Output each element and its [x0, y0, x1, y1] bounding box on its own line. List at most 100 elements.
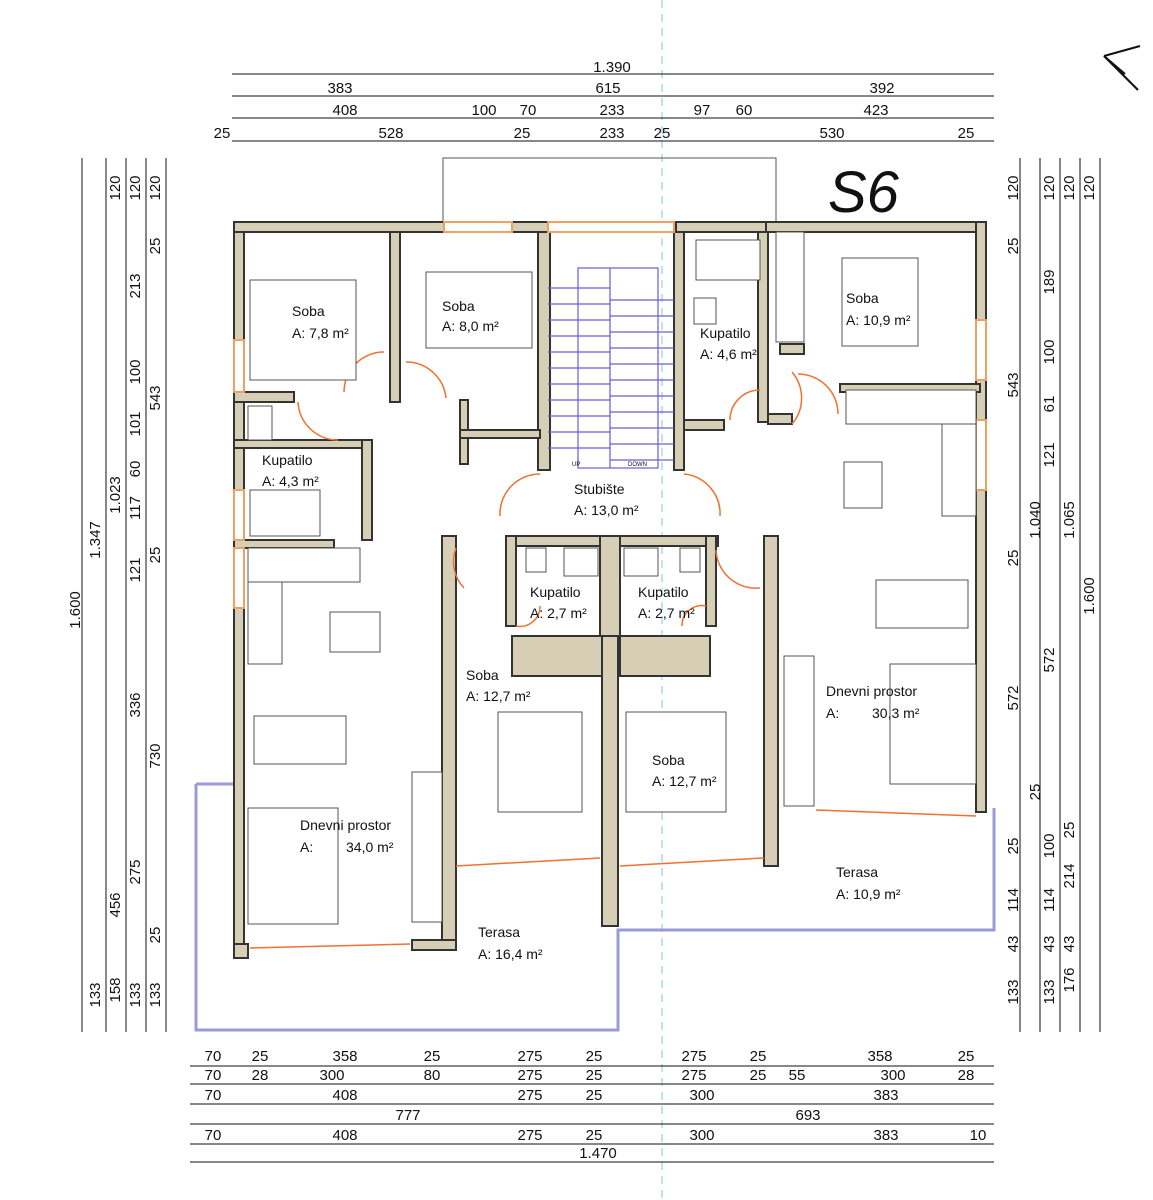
- dim-right: 121: [1041, 442, 1058, 467]
- dim-top: 408: [332, 102, 357, 119]
- dim-left: 1.023: [107, 476, 124, 514]
- dim-bottom: 300: [319, 1067, 344, 1084]
- dim-top-total: 1.390: [593, 59, 631, 76]
- terrace-outline: [194, 782, 996, 1032]
- dim-right: 100: [1041, 339, 1058, 364]
- bottom-dimensions: 70 25 358 25 275 25 275 25 358 25 70 28 …: [190, 1048, 994, 1163]
- dim-right: 572: [1005, 685, 1022, 710]
- dim-left: 730: [147, 743, 164, 768]
- room-area: A: 10,9 m²: [836, 886, 901, 902]
- dim-top: 60: [736, 102, 753, 119]
- room-area-prefix: A:: [826, 705, 839, 721]
- dim-right: 61: [1041, 396, 1058, 413]
- stair-up-label: UP: [572, 462, 580, 468]
- dim-right: 43: [1041, 936, 1058, 953]
- room-name: Kupatilo: [530, 584, 581, 600]
- dim-bottom: 408: [332, 1087, 357, 1104]
- dim-right: 572: [1041, 647, 1058, 672]
- dim-top: 423: [863, 102, 888, 119]
- dim-bottom: 275: [681, 1048, 706, 1065]
- furniture: [247, 231, 977, 925]
- dim-left: 133: [127, 982, 144, 1007]
- dim-top: 70: [520, 102, 537, 119]
- bathtub-icon: [249, 489, 321, 537]
- dim-bottom: 300: [689, 1127, 714, 1144]
- dim-left: 25: [147, 547, 164, 564]
- dim-right: 25: [1005, 238, 1022, 255]
- dim-bottom: 25: [424, 1048, 441, 1065]
- dim-top: 233: [599, 125, 624, 142]
- toilet-icon: [525, 547, 547, 573]
- dim-top: 25: [514, 125, 531, 142]
- dim-bottom-total: 1.470: [579, 1145, 617, 1162]
- dim-bottom: 25: [750, 1048, 767, 1065]
- dim-bottom: 25: [586, 1067, 603, 1084]
- shower-icon: [623, 547, 659, 577]
- dim-right: 114: [1041, 888, 1058, 912]
- dim-bottom: 383: [873, 1127, 898, 1144]
- room-area: A: 8,0 m²: [442, 318, 499, 334]
- room-area-prefix: A:: [300, 839, 313, 855]
- doors: [249, 351, 977, 949]
- dim-top: 392: [869, 80, 894, 97]
- room-name: Kupatilo: [638, 584, 689, 600]
- dim-bottom: 28: [252, 1067, 269, 1084]
- dim-left: 456: [107, 892, 124, 917]
- dim-bottom: 358: [332, 1048, 357, 1065]
- dim-bottom: 358: [867, 1048, 892, 1065]
- room-name: Dnevni prostor: [826, 683, 917, 699]
- dim-bottom: 275: [517, 1087, 542, 1104]
- dim-left: 213: [127, 273, 144, 298]
- dim-bottom: 70: [205, 1087, 222, 1104]
- dim-bottom: 300: [880, 1067, 905, 1084]
- dim-bottom: 275: [517, 1127, 542, 1144]
- dim-left: 25: [147, 238, 164, 255]
- table-icon: [329, 611, 381, 653]
- bed-icon: [497, 711, 583, 813]
- toilet-icon: [693, 297, 717, 325]
- dim-right: 120: [1005, 175, 1022, 200]
- room-area: A: 7,8 m²: [292, 325, 349, 341]
- dim-bottom: 693: [795, 1107, 820, 1124]
- bed-icon: [625, 711, 727, 813]
- room-area: A: 2,7 m²: [530, 605, 587, 621]
- room-name: Soba: [442, 298, 475, 314]
- dim-bottom: 25: [586, 1087, 603, 1104]
- dim-right: 43: [1061, 936, 1078, 953]
- room-name: Soba: [466, 667, 499, 683]
- dim-right: 120: [1041, 175, 1058, 200]
- dim-right: 176: [1061, 967, 1078, 992]
- dim-top: 615: [595, 80, 620, 97]
- room-area: A: 10,9 m²: [846, 312, 911, 328]
- dim-left: 117: [127, 496, 144, 520]
- dim-left: 275: [127, 859, 144, 884]
- room-area: A: 2,7 m²: [638, 605, 695, 621]
- room-name: Terasa: [478, 924, 520, 940]
- dim-left-total: 1.600: [67, 591, 84, 629]
- sofa-icon: [247, 807, 339, 925]
- right-dimensions: 120 25 543 25 572 25 25 114 43 133 120 1…: [1005, 158, 1101, 1032]
- toilet-icon: [679, 547, 701, 573]
- dim-right: 189: [1041, 269, 1058, 294]
- roof-outline: [442, 157, 777, 229]
- room-area: A: 16,4 m²: [478, 946, 543, 962]
- wardrobe-icon: [783, 655, 815, 807]
- dim-left: 120: [127, 175, 144, 200]
- kitchen-counter: [845, 389, 977, 425]
- dim-right: 1.065: [1061, 501, 1078, 539]
- room-name: Dnevni prostor: [300, 817, 391, 833]
- bathtub-icon: [695, 239, 761, 281]
- dim-bottom: 25: [252, 1048, 269, 1065]
- room-name: Soba: [846, 290, 879, 306]
- dim-left: 158: [107, 977, 124, 1002]
- dim-top: 233: [599, 102, 624, 119]
- dim-bottom: 70: [205, 1048, 222, 1065]
- dim-right: 214: [1061, 863, 1078, 888]
- dim-right: 25: [1005, 838, 1022, 855]
- sofa-icon: [889, 663, 977, 785]
- dim-bottom: 10: [970, 1127, 987, 1144]
- toilet-icon: [247, 405, 273, 441]
- dim-top: 383: [327, 80, 352, 97]
- dim-bottom: 25: [750, 1067, 767, 1084]
